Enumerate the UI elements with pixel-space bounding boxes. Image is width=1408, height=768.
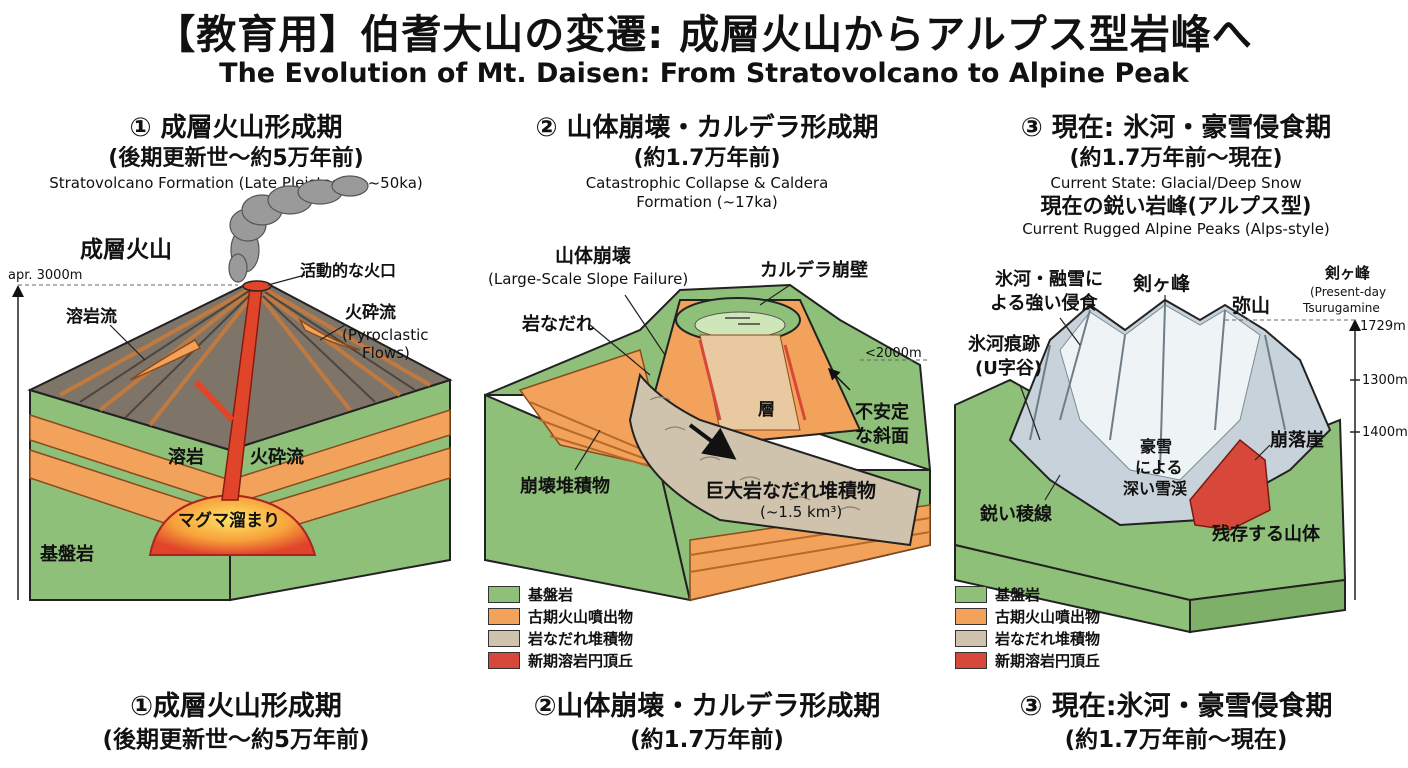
p3-label-remnant: 残存する山体 <box>1212 523 1321 545</box>
legend-item: 基盤岩 <box>488 583 633 605</box>
panel2-caption-period: (約1.7万年前) <box>477 724 937 756</box>
p3-label-snow3: 深い雪渓 <box>1123 479 1188 498</box>
legend-item: 古期火山噴出物 <box>955 605 1100 627</box>
p2-label-layer: 層 <box>758 400 775 420</box>
p2-label-avalanche: 岩なだれ <box>521 313 594 335</box>
legend-panel3: 基盤岩 古期火山噴出物 岩なだれ堆積物 新期溶岩円頂丘 <box>955 583 1100 671</box>
p3-label-trace2: (U字谷) <box>975 357 1042 379</box>
p3-label-trace1: 氷河痕跡 <box>968 333 1040 355</box>
legend-item: 岩なだれ堆積物 <box>488 627 633 649</box>
legend-swatch-debris <box>488 630 520 647</box>
panel2-caption: ②山体崩壊・カルデラ形成期 (約1.7万年前) <box>477 690 937 756</box>
legend-label: 岩なだれ堆積物 <box>995 628 1100 649</box>
p3-label-h1300: 1300m <box>1362 373 1408 388</box>
p3-label-h1729: 1729m <box>1360 319 1406 334</box>
p2-caldera-floor <box>695 312 785 338</box>
p1-crater <box>243 281 271 291</box>
legend-panel2: 基盤岩 古期火山噴出物 岩なだれ堆積物 新期溶岩円頂丘 <box>488 583 633 671</box>
p2-label-collapse: 山体崩壊 <box>555 244 632 267</box>
p3-label-snow1: 豪雪 <box>1140 437 1172 456</box>
p1-label-vent: 活動的な火口 <box>300 261 396 280</box>
p3-label-ref3: Tsurugamine <box>1302 301 1380 315</box>
p1-label-magma: マグマ溜まり <box>178 510 280 531</box>
p2-label-unstable2: な斜面 <box>855 425 909 447</box>
p1-label-lava-flow: 溶岩流 <box>66 306 117 327</box>
panel2-caption-title: ②山体崩壊・カルデラ形成期 <box>477 690 937 724</box>
p2-label-height: <2000m <box>865 346 922 361</box>
p2-label-giant1: 巨大岩なだれ堆積物 <box>705 479 876 502</box>
panel1-caption-period: (後期更新世〜約5万年前) <box>6 724 466 756</box>
p1-label-lava: 溶岩 <box>168 446 204 468</box>
p1-label-pyro-ja: 火砕流 <box>345 302 396 323</box>
legend-swatch-old-volcanic <box>955 608 987 625</box>
p3-label-glacier1: 氷河・融雪に <box>995 268 1103 290</box>
legend-swatch-lava-dome <box>955 652 987 669</box>
legend-label: 新期溶岩円頂丘 <box>528 650 633 671</box>
legend-label: 基盤岩 <box>995 584 1040 605</box>
p1-label-pyro-en1: (Pyroclastic <box>342 326 429 344</box>
p1-label-main: 成層火山 <box>80 237 172 263</box>
p1-label-basement: 基盤岩 <box>39 543 94 565</box>
legend-item: 新期溶岩円頂丘 <box>488 649 633 671</box>
p2-label-debris: 崩壊堆積物 <box>520 475 610 497</box>
p3-label-h1400: 1400m <box>1362 425 1408 440</box>
p1-label-height: apr. 3000m <box>8 268 82 283</box>
p2-label-unstable1: 不安定 <box>855 401 909 423</box>
panel3-diagram: 氷河・融雪に よる強い侵食 剣ヶ峰 弥山 剣ヶ峰 (Present-day Ts… <box>955 264 1408 632</box>
legend-item: 基盤岩 <box>955 583 1100 605</box>
p3-label-glacier2: よる強い侵食 <box>990 292 1098 314</box>
legend-swatch-lava-dome <box>488 652 520 669</box>
p1-label-pyro-layer: 火砕流 <box>250 446 304 468</box>
panel1-caption-title: ①成層火山形成期 <box>6 690 466 724</box>
legend-swatch-old-volcanic <box>488 608 520 625</box>
p3-label-ref1: 剣ヶ峰 <box>1324 264 1371 282</box>
legend-label: 古期火山噴出物 <box>995 606 1100 627</box>
p3-label-snow2: による <box>1135 458 1183 477</box>
panel3-caption: ③ 現在:氷河・豪雪侵食期 (約1.7万年前〜現在) <box>946 690 1406 756</box>
legend-label: 古期火山噴出物 <box>528 606 633 627</box>
legend-label: 岩なだれ堆積物 <box>528 628 633 649</box>
panel1-caption: ①成層火山形成期 (後期更新世〜約5万年前) <box>6 690 466 756</box>
p3-label-ridge: 鋭い稜線 <box>980 503 1052 525</box>
legend-swatch-basement <box>488 586 520 603</box>
legend-swatch-basement <box>955 586 987 603</box>
legend-swatch-debris <box>955 630 987 647</box>
legend-label: 新期溶岩円頂丘 <box>995 650 1100 671</box>
panel3-caption-title: ③ 現在:氷河・豪雪侵食期 <box>946 690 1406 724</box>
legend-item: 岩なだれ堆積物 <box>955 627 1100 649</box>
p3-label-ref2: (Present-day <box>1310 285 1386 299</box>
panel2-diagram: 山体崩壊 (Large-Scale Slope Failure) カルデラ崩壁 … <box>485 244 930 600</box>
legend-label: 基盤岩 <box>528 584 573 605</box>
panel3-caption-period: (約1.7万年前〜現在) <box>946 724 1406 756</box>
legend-item: 古期火山噴出物 <box>488 605 633 627</box>
panel1-diagram: 成層火山 apr. 3000m 活動的な火口 溶岩流 火砕流 (Pyroclas… <box>8 176 450 600</box>
p1-label-pyro-en2: Flows) <box>362 344 410 362</box>
legend-item: 新期溶岩円頂丘 <box>955 649 1100 671</box>
p3-label-cliff: 崩落崖 <box>1270 429 1324 451</box>
p2-label-collapse-en: (Large-Scale Slope Failure) <box>488 270 688 288</box>
p3-label-tsurugi: 剣ヶ峰 <box>1132 272 1191 295</box>
p2-label-caldera-wall: カルデラ崩壁 <box>760 259 868 281</box>
p2-label-giant2: (~1.5 km³) <box>760 503 842 521</box>
p3-label-misen: 弥山 <box>1232 294 1270 317</box>
